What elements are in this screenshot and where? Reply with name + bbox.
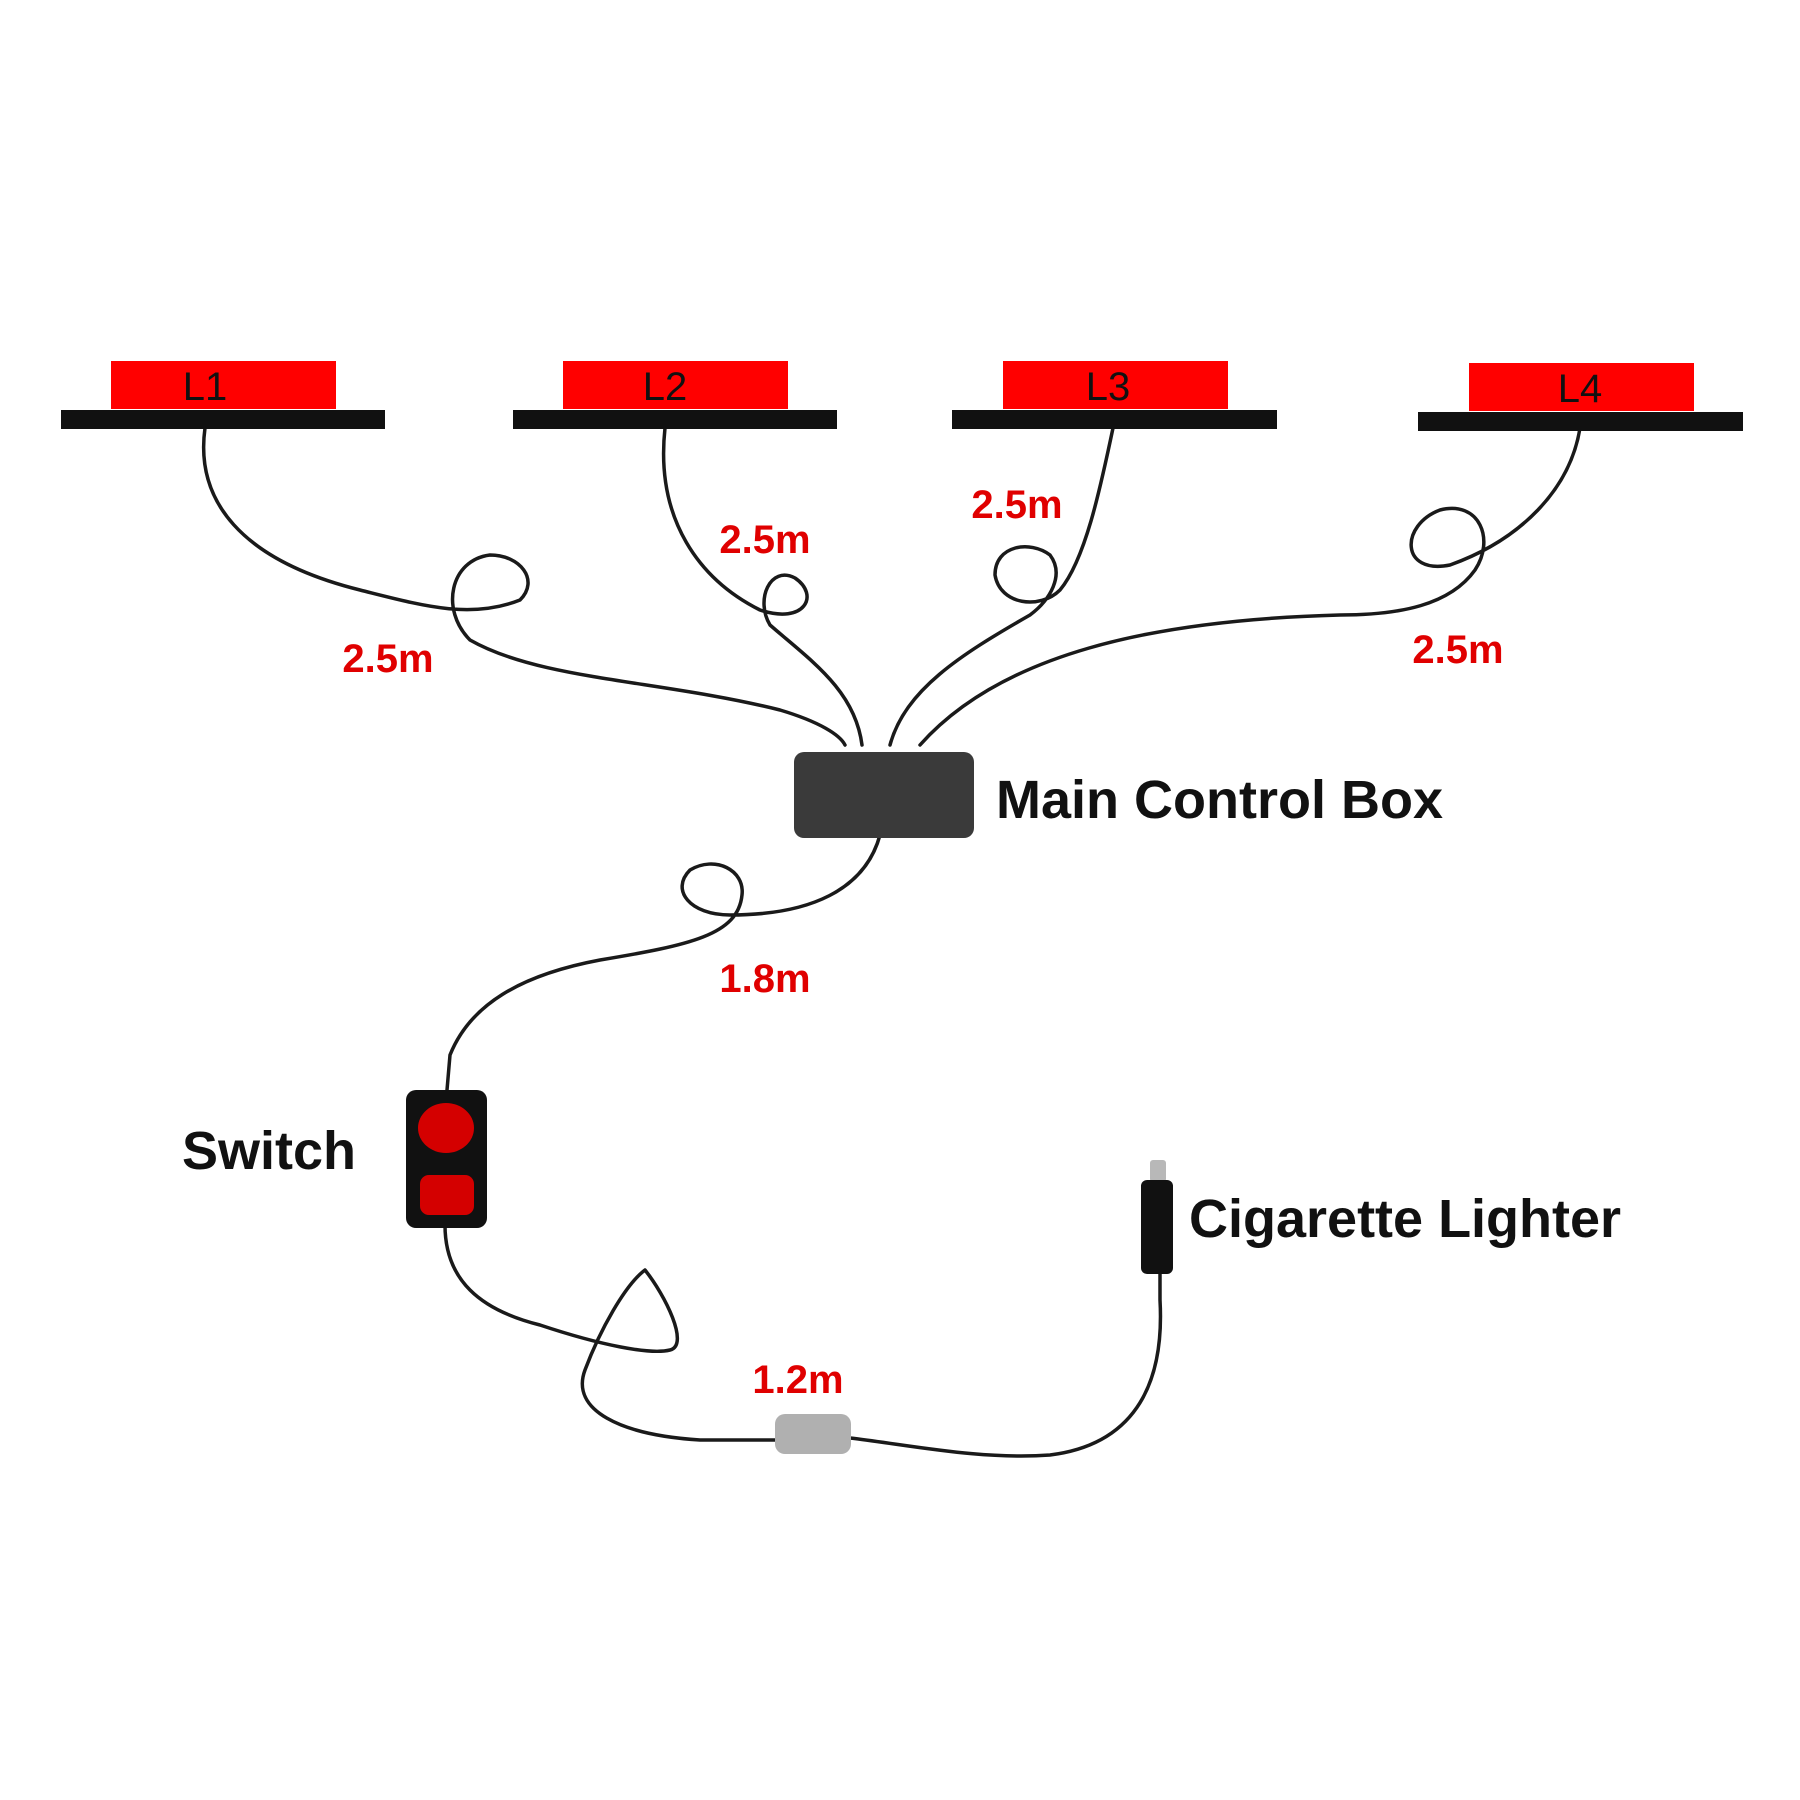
control-box-label: Main Control Box [996,770,1443,830]
lamp-l4: L4 [1418,363,1743,431]
wires [202,426,1582,1458]
wire-l2 [662,426,864,747]
plug-tip [1150,1160,1166,1182]
wire-l4 [918,426,1582,747]
lamp-l3-base [952,410,1277,429]
cable-length-switch: 1.8m [719,957,810,1001]
lamp-l2-label: L2 [643,365,688,409]
inline-fuse [775,1414,851,1454]
main-control-box: Main Control Box [794,752,1443,838]
lamp-l1: L1 [61,361,385,429]
lamp-l4-base [1418,412,1743,431]
switch-round-button [418,1103,474,1153]
control-box-body [794,752,974,838]
cable-length-l3: 2.5m [971,483,1062,527]
plug-body [1141,1180,1173,1274]
lamp-l2: L2 [513,361,837,429]
lamp-l4-label: L4 [1558,367,1603,411]
cable-length-l2: 2.5m [719,518,810,562]
plug-label: Cigarette Lighter [1189,1189,1621,1249]
lamp-l1-base [61,410,385,429]
switch: Switch [182,1090,487,1228]
switch-square-button [420,1175,474,1215]
lamps: L1 L2 L3 L4 [61,361,1743,431]
lamp-l1-label: L1 [183,365,228,409]
cable-length-plug: 1.2m [752,1358,843,1402]
cigarette-lighter-plug: Cigarette Lighter [1141,1160,1621,1274]
lamp-l3-light [1003,361,1228,409]
lamp-l2-light [563,361,788,409]
lamp-l3-label: L3 [1086,365,1131,409]
wire-plug [443,1223,1163,1458]
wire-l1 [202,426,847,747]
cable-length-l1: 2.5m [342,637,433,681]
wire-l3 [888,426,1115,747]
cable-length-l4: 2.5m [1412,628,1503,672]
lamp-cable-labels: 2.5m 2.5m 2.5m 2.5m [342,483,1503,681]
lamp-l4-light [1469,363,1694,411]
lamp-l3: L3 [952,361,1277,429]
wire-switch [445,833,882,1092]
switch-label: Switch [182,1121,356,1181]
lamp-l1-light [111,361,336,409]
lamp-l2-base [513,410,837,429]
